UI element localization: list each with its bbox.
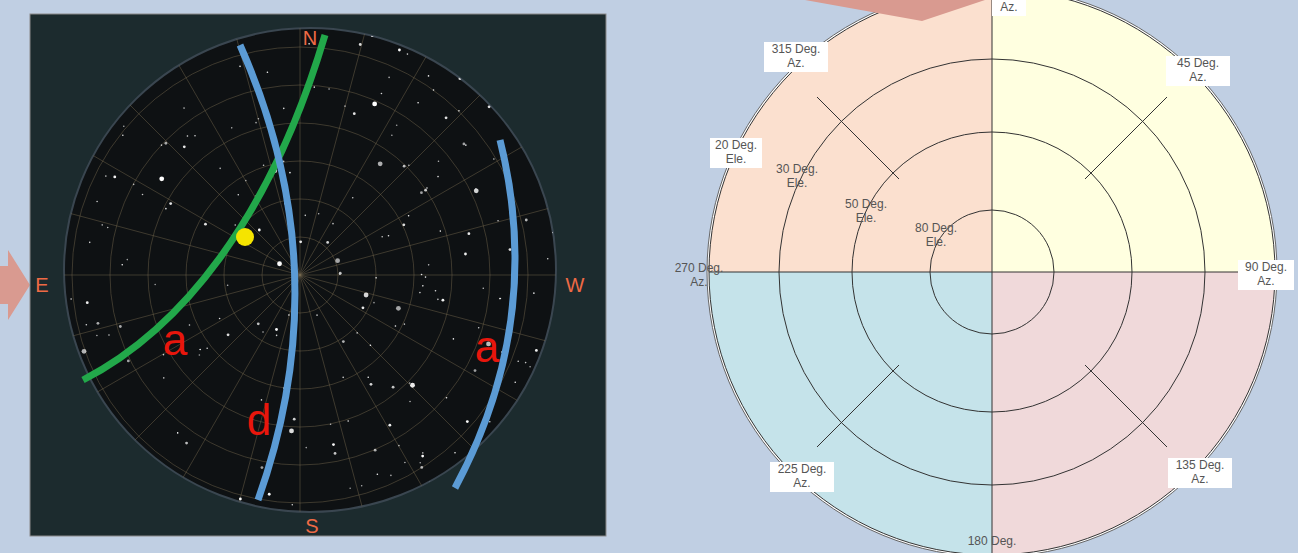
pointer-arrow: [0, 250, 30, 320]
pointer-arrow: [805, 0, 985, 21]
axis-label: 225 Deg. Az.: [770, 462, 834, 492]
arc-letter: a: [470, 325, 504, 369]
sky-grid: [0, 0, 600, 553]
axis-label: 45 Deg. Az.: [1166, 56, 1230, 86]
polar-grid: [709, 0, 1275, 553]
axis-label: 20 Deg. Ele.: [710, 138, 762, 168]
arc-letter: d: [242, 398, 276, 442]
blue-arc: [455, 140, 515, 488]
arc-letter: a: [158, 318, 192, 362]
compass-letter: S: [300, 516, 324, 536]
compass-letter: E: [30, 275, 54, 295]
axis-label: 315 Deg. Az.: [764, 42, 828, 72]
stars: [63, 28, 555, 506]
blue-arc: [240, 45, 295, 500]
axis-label: 90 Deg. Az.: [1238, 260, 1294, 290]
compass-letter: N: [298, 28, 322, 48]
axis-label: 80 Deg. Ele.: [912, 222, 960, 250]
axis-label: 180 Deg.: [960, 535, 1024, 549]
axis-label: Az.: [992, 0, 1026, 16]
polar-quadrants: [700, 0, 1292, 553]
axis-label: 270 Deg. Az.: [670, 262, 728, 290]
compass-letter: W: [563, 275, 587, 295]
axis-label: 30 Deg. Ele.: [773, 163, 821, 191]
axis-label: 50 Deg. Ele.: [842, 198, 890, 226]
sky-disc: [64, 28, 556, 512]
yellow-dot: [236, 228, 254, 246]
axis-label: 135 Deg. Az.: [1168, 458, 1232, 488]
